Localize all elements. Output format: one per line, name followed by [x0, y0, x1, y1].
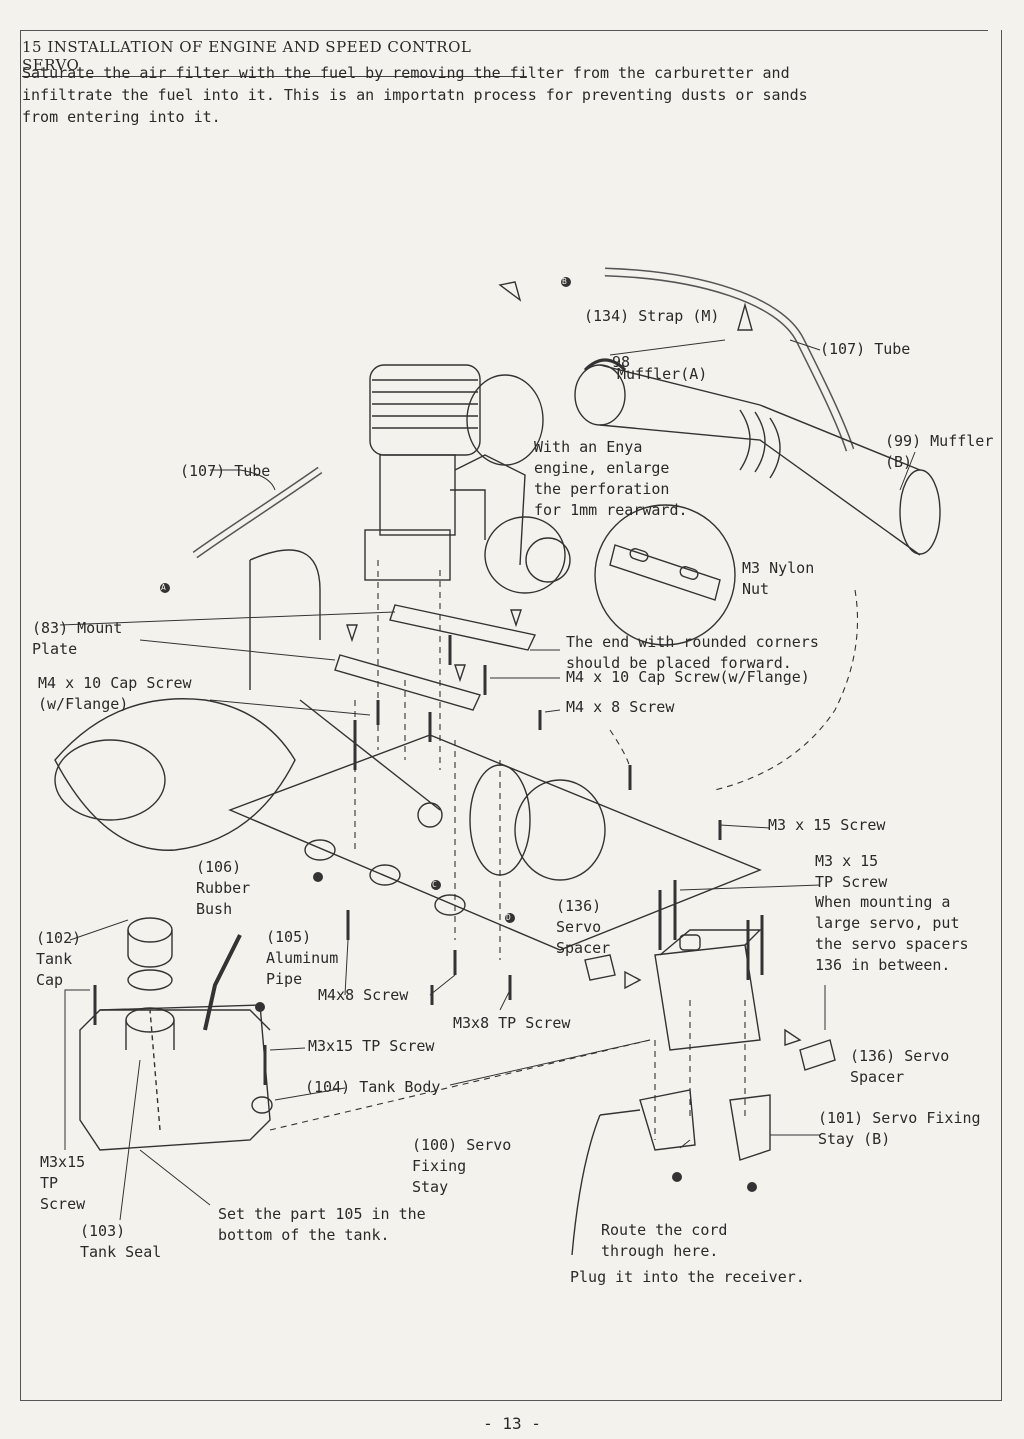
muffler-drawing: [574, 358, 941, 556]
label-tube-left: (107) Tube: [180, 462, 271, 480]
label-tank-cap: (102)Tank Cap: [36, 929, 82, 989]
label-m3x15-tp-screw: M3x15 TP Screw: [308, 1037, 435, 1055]
label-m3x15-tp: M3 x 15 TP Screw: [815, 852, 888, 891]
fuel-tank-drawing: [79, 917, 273, 1151]
detail-circle: [594, 504, 736, 646]
frame-top-rule: [20, 30, 988, 31]
marker-d-bottom: [747, 1182, 757, 1192]
marker-d-letter: D: [506, 913, 511, 922]
label-servo-note: When mounting a large servo, put the ser…: [815, 893, 969, 974]
strap-text: Strap (M): [638, 307, 720, 325]
servo-fixing-stay-b-text: Servo Fixing Stay (B): [818, 1109, 981, 1148]
label-cap-screw-left: M4 x 10 Cap Screw (w/Flange): [38, 674, 192, 713]
label-servo-fixing-stay: (100) Servo Fixing Stay: [412, 1136, 512, 1196]
label-muffler-b: (99) Muffler (B): [885, 432, 994, 471]
screws: [93, 635, 764, 1085]
muffler-b-text: Muffler (B): [885, 432, 994, 471]
label-servo-fixing-stay-b: (101) Servo Fixing Stay (B): [818, 1109, 981, 1148]
label-strap: (134) Strap (M): [584, 307, 720, 325]
label-rubber-bush: (106)Rubber Bush: [196, 858, 251, 918]
tank-cap-text: Tank Cap: [36, 950, 73, 989]
page-frame: [20, 30, 1002, 1401]
servo-spacer-right-text: Servo Spacer: [850, 1047, 950, 1086]
tube-top-text: Tube: [874, 340, 911, 358]
page-number: - 13 -: [483, 1414, 541, 1433]
marker-a-letter: A: [161, 583, 166, 592]
rubber-bush-text: Rubber Bush: [196, 879, 251, 918]
label-muffler-a-num: 98: [612, 352, 630, 373]
marker-c-letter: C: [432, 880, 437, 889]
intro-text: Saturate the air filter with the fuel by…: [22, 64, 808, 126]
aluminum-pipe-text: Aluminum Pipe: [266, 949, 339, 988]
servo-spacer-mid-text: Servo Spacer: [556, 918, 611, 957]
tank-body-text: Tank Body: [359, 1078, 441, 1096]
rubber-bush-num: 106: [205, 858, 233, 876]
marker-c-top: [431, 880, 441, 890]
mount-plates: [334, 604, 537, 711]
servo-spacer-right-num: 136: [859, 1047, 887, 1065]
label-cap-screw-right: M4 x 10 Cap Screw(w/Flange): [566, 668, 810, 686]
section-title: 15 INSTALLATION OF ENGINE AND SPEED CONT…: [22, 38, 527, 77]
marker-b-top: [561, 277, 571, 287]
label-m3x15-tp-left: M3x15 TP Screw: [40, 1153, 86, 1213]
chassis-drawing: [54, 549, 762, 951]
label-servo-spacer-right: (136) Servo Spacer: [850, 1047, 950, 1086]
mount-plate-num: 83: [41, 619, 60, 637]
tank-seal-num: 103: [89, 1222, 117, 1240]
tank-seal-text: Tank Seal: [80, 1243, 162, 1261]
marker-d-top: [505, 913, 515, 923]
servo-drawing: [571, 929, 836, 1256]
engine-drawing: [364, 364, 571, 594]
label-set-part: Set the part 105 in the bottom of the ta…: [218, 1205, 426, 1244]
muffler-b-num: 99: [894, 432, 913, 450]
label-m4x8-screw: M4x8 Screw: [318, 986, 409, 1004]
marker-b-letter: B: [562, 277, 567, 286]
label-enya-note: With an Enya engine, enlarge the perfora…: [534, 438, 688, 519]
tank-body-num: 104: [314, 1078, 342, 1096]
tube-left-text: Tube: [234, 462, 271, 480]
aluminum-pipe-num: 105: [275, 928, 303, 946]
label-mount-plate: (83) Mount Plate: [32, 619, 123, 658]
label-plug-receiver: Plug it into the receiver.: [570, 1268, 805, 1286]
label-route-cord: Route the cord through here.: [601, 1221, 728, 1260]
tube-left-num: 107: [189, 462, 217, 480]
label-tank-body: (104) Tank Body: [305, 1078, 441, 1096]
label-m3x15: M3 x 15 Screw: [768, 816, 886, 834]
label-servo-spacer-mid: (136)Servo Spacer: [556, 897, 611, 957]
label-nylon-nut: M3 Nylon Nut: [742, 559, 815, 598]
servo-fixing-stay-text: Servo Fixing Stay: [412, 1136, 512, 1196]
marker-b-mid: [255, 1002, 265, 1012]
label-aluminum-pipe: (105)Aluminum Pipe: [266, 928, 339, 988]
servo-spacer-mid-num: 136: [565, 897, 593, 915]
muffler-a-num: 98: [612, 353, 631, 371]
label-m4x8: M4 x 8 Screw: [566, 698, 675, 716]
mount-plate-text: Mount Plate: [32, 619, 123, 658]
marker-a-mid: [313, 872, 323, 882]
marker-c-bottom: [672, 1172, 682, 1182]
marker-a-left: [160, 583, 170, 593]
label-tube-top: (107) Tube: [820, 340, 911, 358]
label-rounded-corners: The end with rounded corners should be p…: [566, 633, 819, 672]
servo-fixing-stay-num: 100: [421, 1136, 449, 1154]
label-muffler-a: Muffler(A): [617, 365, 708, 383]
strap-num: 134: [593, 307, 621, 325]
label-m3x8-tp: M3x8 TP Screw: [453, 1014, 571, 1032]
tank-cap-num: 102: [45, 929, 73, 947]
mount-plate-detail: [609, 544, 721, 601]
servo-fixing-stay-b-num: 101: [827, 1109, 855, 1127]
label-tank-seal: (103)Tank Seal: [80, 1222, 162, 1261]
tube-top-num: 107: [829, 340, 857, 358]
